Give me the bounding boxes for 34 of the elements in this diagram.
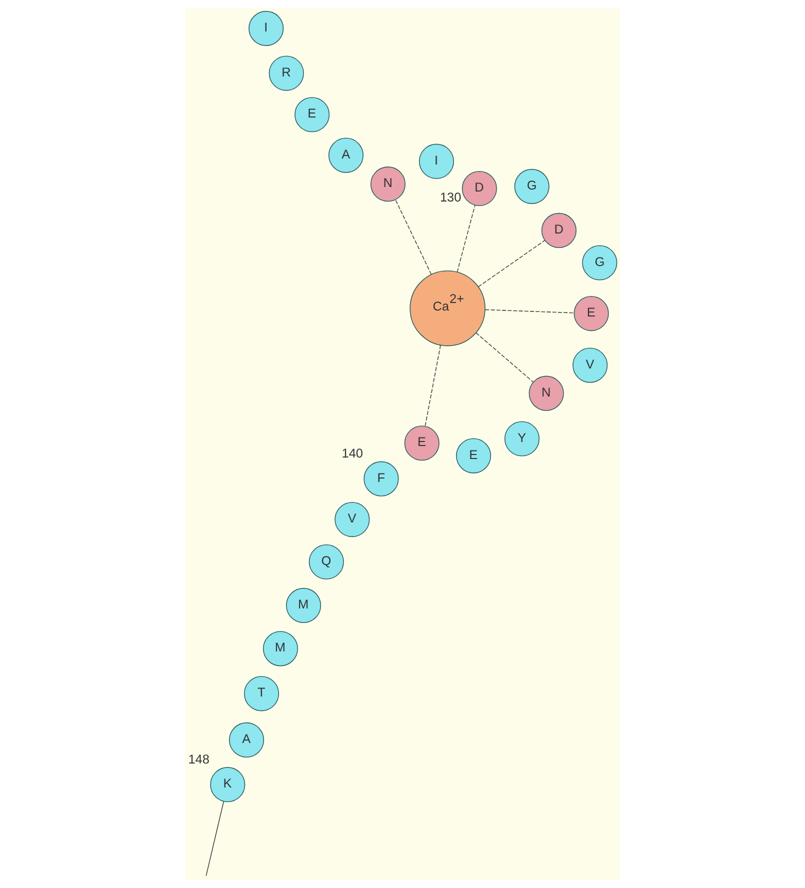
connector	[456, 204, 476, 272]
node-circle: G	[514, 168, 550, 204]
node-label: 148	[188, 751, 210, 766]
connector	[395, 199, 432, 275]
node-circle: I	[248, 10, 284, 46]
node-label: 130	[440, 190, 462, 205]
node-circle: E	[404, 426, 440, 461]
connector	[476, 332, 534, 382]
node-circle: N	[370, 166, 406, 202]
connector	[478, 240, 546, 288]
node-circle: Q	[308, 544, 344, 580]
node-circle: E	[294, 97, 330, 132]
connector	[206, 801, 224, 876]
node-circle: I	[418, 144, 454, 179]
node-circle: E	[456, 438, 492, 474]
node-circle: N	[528, 376, 564, 411]
node-circle: D	[541, 212, 577, 248]
connector	[484, 309, 574, 314]
node-circle: T	[244, 676, 280, 712]
node-circle: G	[582, 245, 618, 280]
node-circle: A	[229, 722, 264, 758]
node-circle: E	[574, 296, 609, 332]
node-circle: F	[364, 461, 399, 496]
connector	[424, 344, 441, 426]
node-circle: A	[328, 138, 364, 173]
node-circle: R	[268, 56, 304, 91]
node-circle: V	[572, 348, 608, 383]
node-circle: D	[462, 170, 497, 206]
node-circle: M	[286, 588, 322, 623]
node-circle: Y	[504, 421, 540, 456]
node-circle: K	[210, 767, 246, 802]
node-circle: M	[262, 631, 298, 666]
node-circle: V	[334, 502, 370, 538]
node-label: 140	[342, 446, 364, 461]
